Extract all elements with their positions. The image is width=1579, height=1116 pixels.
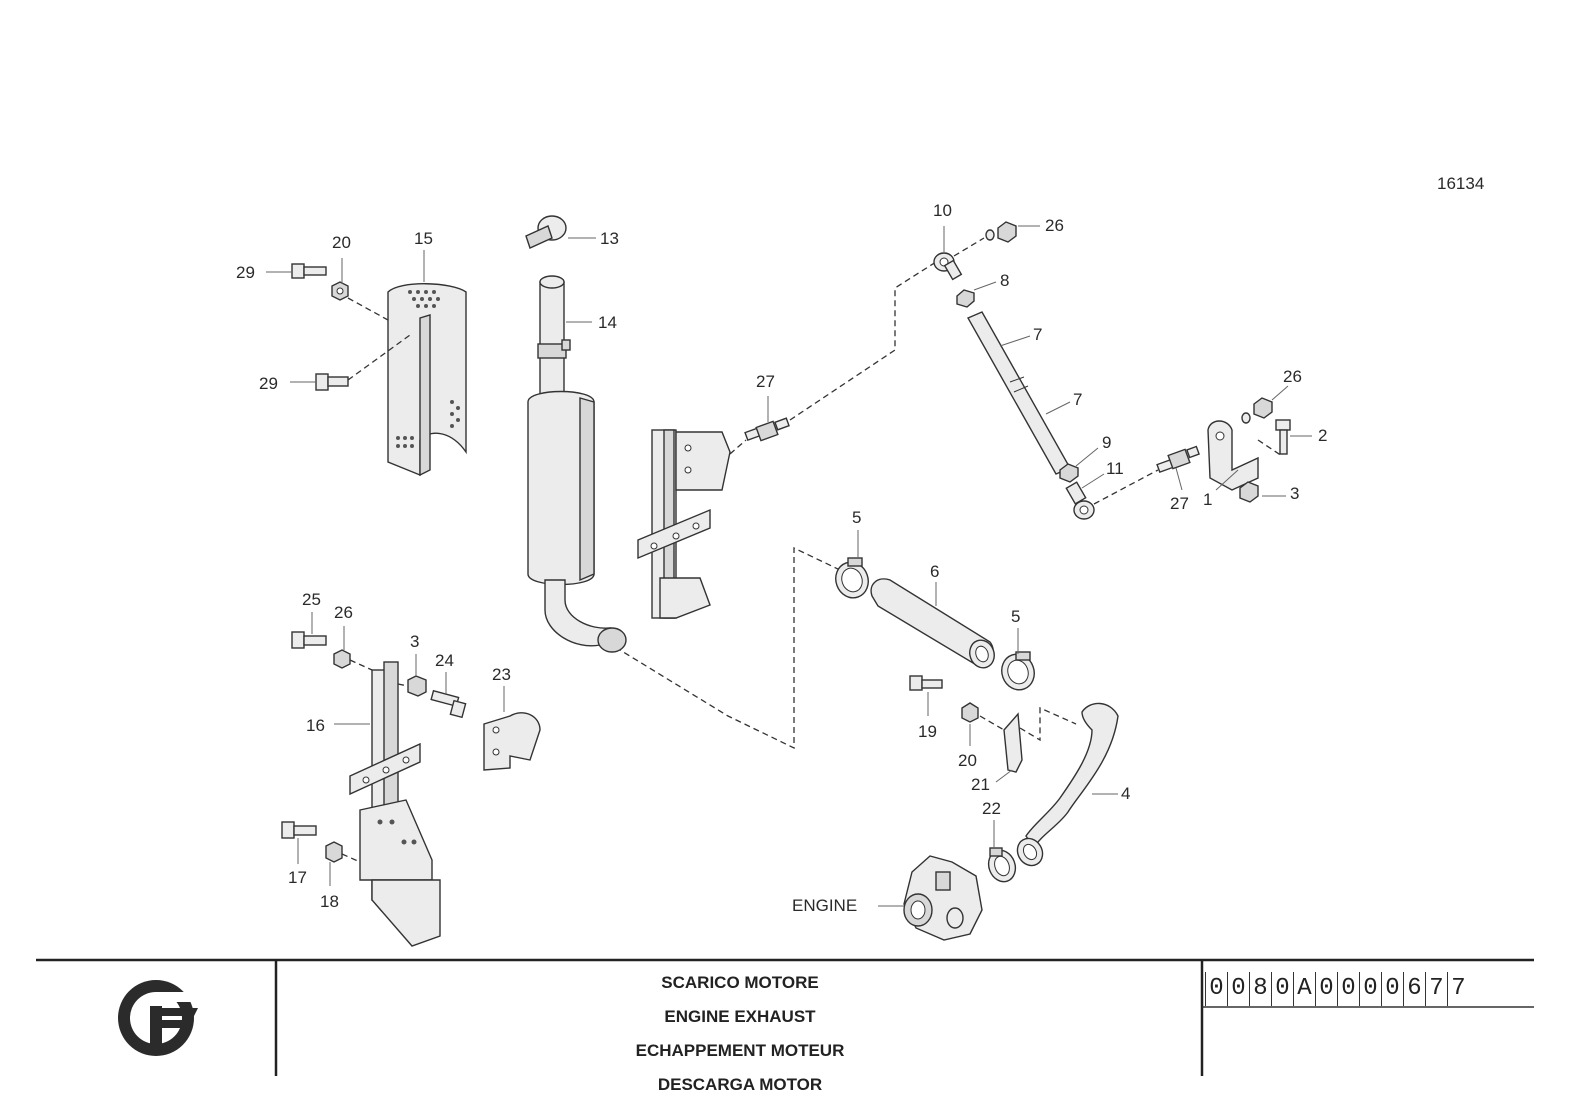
code-char: 0 — [1359, 972, 1381, 1006]
sheet-number: 16134 — [1437, 174, 1484, 193]
nut-20-lower — [961, 702, 979, 723]
clamp-5-right — [1001, 651, 1035, 691]
part-elbow-4 — [1016, 702, 1119, 867]
code-char: 0 — [1381, 972, 1403, 1006]
callout-29: 29 — [236, 263, 255, 282]
callout-4: 4 — [1121, 784, 1130, 803]
callout-25: 25 — [302, 590, 321, 609]
nut-26-right — [1253, 397, 1273, 419]
callout-7: 7 — [1073, 390, 1082, 409]
bolt-2 — [1275, 419, 1291, 455]
code-char: 0 — [1337, 972, 1359, 1006]
title-french: ECHAPPEMENT MOTEUR — [635, 1041, 845, 1060]
part-bracket-1 — [1207, 420, 1259, 491]
leader-lines — [266, 225, 1312, 907]
code-char: 8 — [1249, 972, 1271, 1006]
part-heat-shield — [387, 283, 467, 477]
part-hose-6 — [870, 578, 995, 669]
code-char: 0 — [1315, 972, 1337, 1006]
callout-26: 26 — [1045, 216, 1064, 235]
nut-9 — [1059, 463, 1079, 483]
code-char: 7 — [1447, 972, 1469, 1006]
callout-labels: 29 20 15 29 13 14 27 10 26 8 7 7 9 11 27… — [236, 201, 1327, 915]
callout-11: 11 — [1106, 459, 1124, 478]
callout-19: 19 — [918, 722, 937, 741]
engine-label: ENGINE — [792, 896, 857, 915]
part-bracket-21 — [1003, 712, 1023, 773]
washer-10 — [985, 229, 995, 241]
part-muffler — [527, 390, 627, 653]
callout-26: 26 — [1283, 367, 1302, 386]
title-english: ENGINE EXHAUST — [664, 1007, 816, 1026]
bolt-29-lower — [315, 373, 349, 391]
clamp-22 — [987, 847, 1017, 883]
rod-end-11 — [1065, 481, 1095, 520]
part-bracket-16 — [349, 661, 441, 947]
code-char: 7 — [1425, 972, 1447, 1006]
clamp-5-left — [835, 557, 869, 599]
callout-10: 10 — [933, 201, 952, 220]
part-rain-cap — [525, 215, 567, 249]
code-char: 0 — [1205, 972, 1227, 1006]
callout-5: 5 — [1011, 607, 1020, 626]
title-spanish: DESCARGA MOTOR — [657, 1075, 823, 1094]
callout-29: 29 — [259, 374, 278, 393]
bolt-19 — [909, 675, 943, 691]
callout-1: 1 — [1203, 490, 1212, 509]
stud-27-left — [744, 417, 790, 442]
callout-26: 26 — [334, 603, 353, 622]
code-char: 0 — [1227, 972, 1249, 1006]
callout-20: 20 — [958, 751, 977, 770]
callout-3: 3 — [410, 632, 419, 651]
callout-3: 3 — [1290, 484, 1299, 503]
nut-26-lower — [333, 649, 351, 669]
callout-27: 27 — [1170, 494, 1189, 513]
code-char: 6 — [1403, 972, 1425, 1006]
rod-end-10 — [933, 252, 963, 281]
part-rod-7 — [967, 311, 1071, 475]
part-muffler-bracket-upper — [637, 429, 731, 619]
code-char: 0 — [1271, 972, 1293, 1006]
nut-26-top — [997, 221, 1017, 243]
drawing-code: 0 0 8 0 A 0 0 0 0 6 7 7 — [1205, 972, 1469, 1006]
nut-8 — [956, 289, 975, 308]
washer-26 — [1241, 412, 1251, 424]
callout-8: 8 — [1000, 271, 1009, 290]
callout-17: 17 — [288, 868, 307, 887]
callout-15: 15 — [414, 229, 433, 248]
callout-5: 5 — [852, 508, 861, 527]
callout-21: 21 — [971, 775, 990, 794]
nut-18 — [325, 841, 343, 863]
callout-6: 6 — [930, 562, 939, 581]
stud-27-right — [1156, 445, 1200, 474]
callout-16: 16 — [306, 716, 325, 735]
callout-13: 13 — [600, 229, 619, 248]
nut-3-right — [1239, 481, 1259, 503]
part-tail-pipe — [537, 275, 571, 403]
callout-14: 14 — [598, 313, 617, 332]
part-bracket-23 — [483, 712, 541, 771]
callout-22: 22 — [982, 799, 1001, 818]
callout-2: 2 — [1318, 426, 1327, 445]
callout-18: 18 — [320, 892, 339, 911]
title-italian: SCARICO MOTORE — [661, 973, 819, 992]
callout-27: 27 — [756, 372, 775, 391]
callout-20: 20 — [332, 233, 351, 252]
bolt-17 — [281, 821, 317, 839]
nut-3-lower — [407, 675, 427, 697]
bolt-29-upper — [291, 263, 327, 279]
nut-20-upper — [331, 281, 349, 301]
company-logo — [118, 980, 204, 1056]
callout-7: 7 — [1033, 325, 1042, 344]
code-char: A — [1293, 972, 1315, 1006]
bolt-25 — [291, 631, 327, 649]
engine-turbo — [903, 855, 983, 941]
callout-24: 24 — [435, 651, 454, 670]
title-block-frame — [36, 958, 1534, 1076]
bolt-24 — [430, 689, 467, 719]
callout-23: 23 — [492, 665, 511, 684]
callout-9: 9 — [1102, 433, 1111, 452]
